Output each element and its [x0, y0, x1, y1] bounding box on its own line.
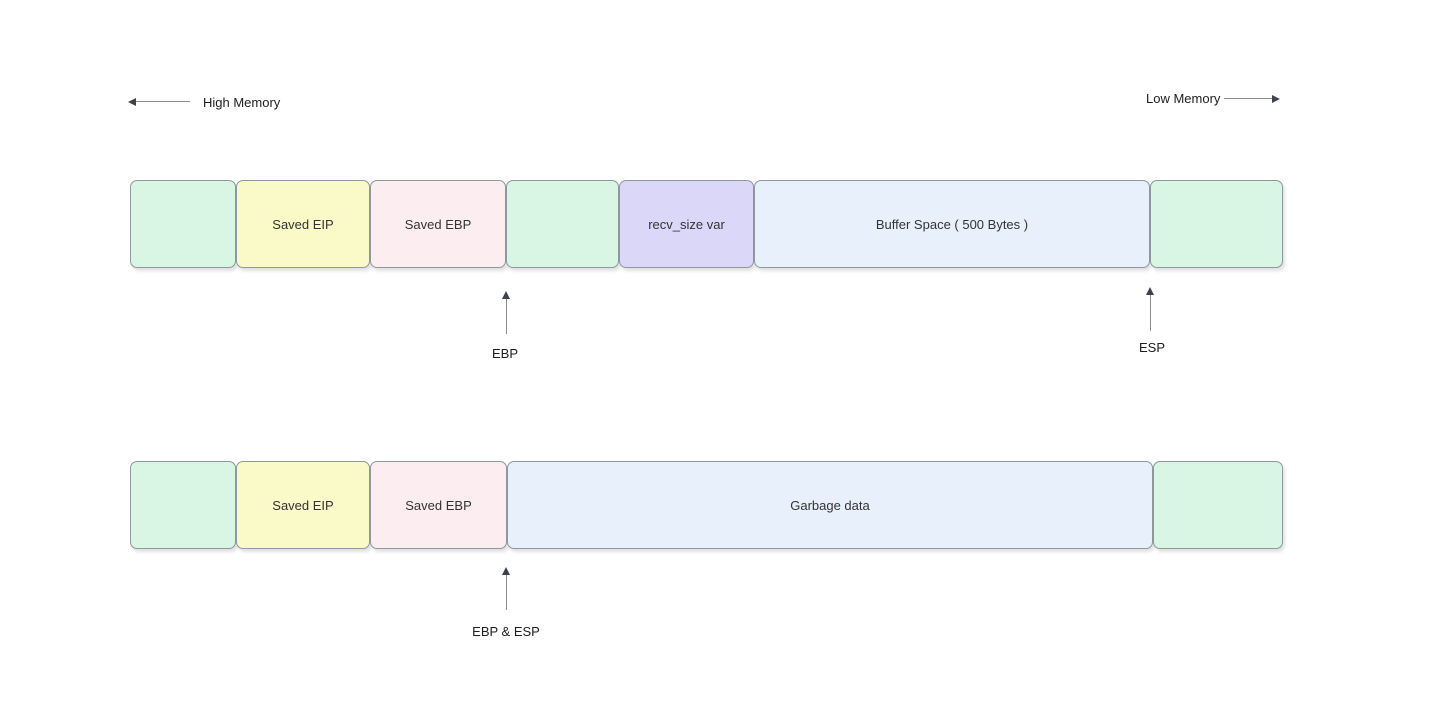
arrow-up-icon	[502, 291, 510, 299]
segment-saved-eip: Saved EIP	[236, 461, 370, 549]
segment-saved-ebp: Saved EBP	[370, 461, 507, 549]
segment-saved-eip: Saved EIP	[236, 180, 370, 268]
ebp-pointer-label: EBP	[491, 346, 518, 361]
segment-filler-mid	[506, 180, 619, 268]
arrow-up-icon	[1146, 287, 1154, 295]
segment-recv-size-var: recv_size var	[619, 180, 754, 268]
segment-filler-left	[130, 180, 236, 268]
high-memory-label: High Memory	[203, 95, 281, 110]
esp-pointer-arrow	[1145, 287, 1155, 331]
arrow-up-icon	[502, 567, 510, 575]
memory-bar-top: Saved EIP Saved EBP recv_size var Buffer…	[130, 180, 1283, 268]
low-memory-arrow	[1224, 94, 1280, 103]
ebp-esp-pointer-arrow	[501, 567, 511, 610]
memory-bar-bottom: Saved EIP Saved EBP Garbage data	[130, 461, 1283, 549]
arrow-right-icon	[1272, 94, 1280, 103]
segment-filler-right	[1150, 180, 1283, 268]
segment-garbage-data: Garbage data	[507, 461, 1153, 549]
segment-saved-ebp: Saved EBP	[370, 180, 506, 268]
segment-filler-right	[1153, 461, 1283, 549]
low-memory-label: Low Memory	[1146, 91, 1221, 106]
ebp-esp-pointer-label: EBP & ESP	[472, 624, 540, 639]
ebp-pointer-arrow	[501, 291, 511, 334]
high-memory-arrow	[128, 97, 190, 106]
segment-buffer-space: Buffer Space ( 500 Bytes )	[754, 180, 1150, 268]
segment-filler-left	[130, 461, 236, 549]
esp-pointer-label: ESP	[1138, 340, 1165, 355]
arrow-left-icon	[128, 97, 136, 106]
